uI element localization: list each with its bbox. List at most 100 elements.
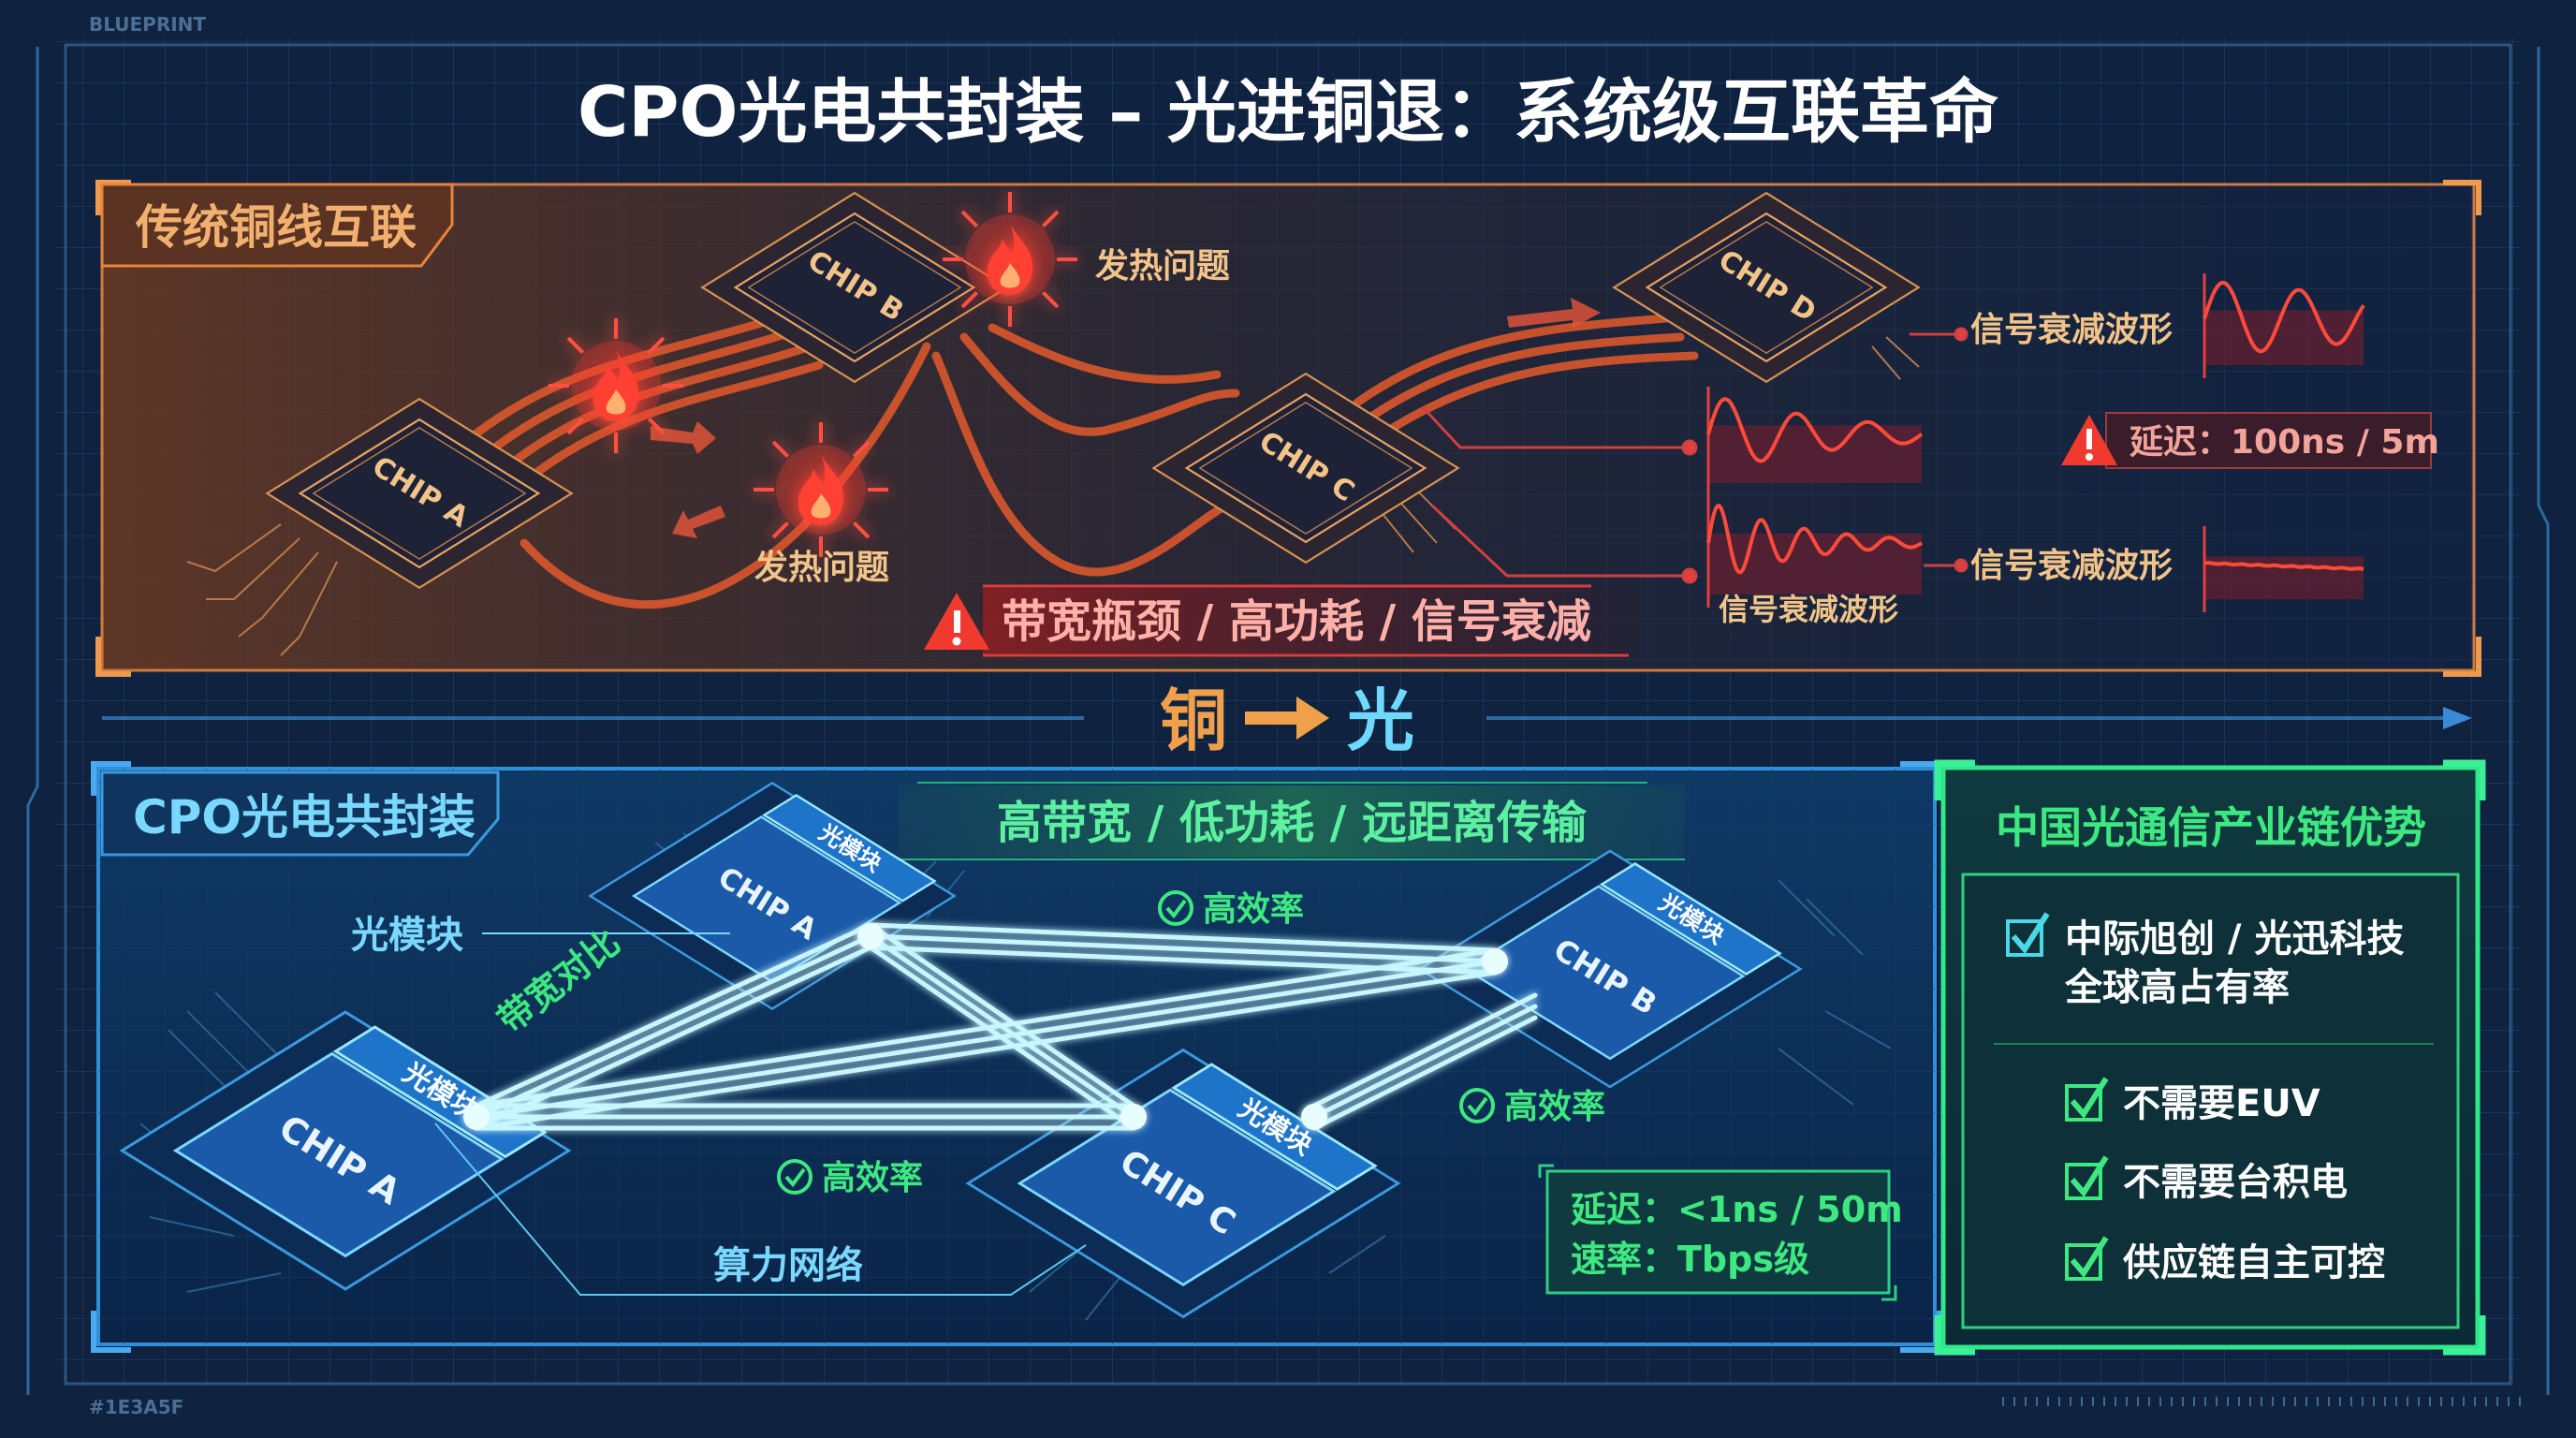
- advantage-item-text: 不需要台积电: [2123, 1161, 2348, 1204]
- copper-panel-label-box: [100, 183, 454, 268]
- advantage-item-text: 中际旭创 / 光迅科技: [2065, 917, 2404, 961]
- svg-text:高效率: 高效率: [1203, 890, 1304, 929]
- network-callout-line: [434, 1123, 1087, 1296]
- corner-label-bottom: #1E3A5F: [89, 1396, 183, 1418]
- beam-glow: [1120, 1104, 1147, 1130]
- flame-icon: [943, 192, 1077, 327]
- svg-text:速率：Tbps级: 速率：Tbps级: [1571, 1239, 1809, 1280]
- chip-pins: [186, 336, 1920, 656]
- beam-glow: [1482, 948, 1508, 975]
- check-circle-icon: [1158, 890, 1193, 926]
- cpo-panel: CPO光电共封装 高带宽 / 低功耗 / 远距离传输 CHIP A光模块CHIP…: [91, 761, 1942, 1353]
- heat-label: 发热问题: [754, 549, 889, 587]
- arrow-right-icon: [1245, 697, 1329, 740]
- copper-chip: CHIP B: [700, 191, 1009, 384]
- check-circle-icon: [777, 1159, 812, 1195]
- copper-latency-badge: 延迟：100ns / 5m: [2061, 412, 2439, 469]
- svg-text:延迟：<1ns / 50m: 延迟：<1ns / 50m: [1571, 1189, 1903, 1230]
- network-label: 算力网络: [713, 1244, 863, 1287]
- svg-text:高效率: 高效率: [822, 1159, 923, 1197]
- optical-beam: [1311, 992, 1538, 1108]
- waveform-callouts: [1421, 327, 1969, 584]
- optical-module: [762, 794, 937, 902]
- checkbox-checked-icon: [2065, 1077, 2109, 1122]
- svg-text:高带宽 / 低功耗 / 远距离传输: 高带宽 / 低功耗 / 远距离传输: [997, 797, 1588, 849]
- copper-chip: CHIP C: [1151, 372, 1460, 565]
- copper-to-optical-transition: 铜 光: [102, 682, 2472, 760]
- advantage-title: 中国光通信产业链优势: [1996, 802, 2426, 853]
- optical-beam: [868, 945, 1136, 1131]
- efficiency-badge: 高效率: [1158, 890, 1304, 929]
- waveform-plot: [2203, 526, 2364, 612]
- advantage-list-box: [1961, 873, 2460, 1329]
- efficiency-badge: 高效率: [1459, 1088, 1605, 1126]
- arrow-head-icon: [2443, 707, 2472, 729]
- warning-icon: [924, 593, 989, 650]
- check-circle-icon: [1459, 1088, 1495, 1123]
- left-frame-rail: [26, 47, 39, 1395]
- waveform-plot: [2203, 273, 2365, 378]
- checkbox-checked-icon: [2065, 1236, 2109, 1281]
- waveform-plot: [1706, 493, 1924, 608]
- advantage-item: 不需要EUV: [2065, 1077, 2320, 1125]
- svg-text:延迟：100ns / 5m: 延迟：100ns / 5m: [2130, 423, 2439, 462]
- copper-chip: CHIP A: [265, 397, 574, 590]
- checkbox-checked-icon: [2006, 912, 2050, 957]
- beam-glow: [857, 923, 884, 949]
- waveform-label: 信号衰减波形: [1970, 547, 2173, 585]
- module-callout: 光模块: [351, 914, 463, 957]
- optical-module: [1599, 862, 1782, 976]
- advantage-item: 不需要台积电: [2065, 1155, 2348, 1204]
- copper-panel-label: 传统铜线互联: [135, 200, 417, 255]
- cpo-spec-box: 延迟：<1ns / 50m 速率：Tbps级: [1538, 1164, 1903, 1301]
- optical-beam: [1311, 1004, 1538, 1120]
- beam-glow: [1301, 1104, 1327, 1130]
- cpo-panel-label: CPO光电共封装: [133, 790, 476, 844]
- optical-beam: [868, 945, 1498, 976]
- optical-beam: [868, 922, 1498, 953]
- copper-warning-banner: 带宽瓶颈 / 高功耗 / 信号衰减: [924, 584, 1638, 657]
- optical-beam: [474, 959, 1498, 1120]
- advantage-item-text: 不需要EUV: [2123, 1082, 2320, 1125]
- optical-beam: [474, 933, 873, 1120]
- svg-text:带宽瓶颈 / 高功耗 / 信号衰减: 带宽瓶颈 / 高功耗 / 信号衰减: [1002, 595, 1591, 648]
- advantage-item-subtext: 全球高占有率: [2064, 966, 2290, 1009]
- svg-text:高效率: 高效率: [1504, 1088, 1605, 1126]
- right-frame-rail: [2537, 47, 2550, 1395]
- svg-text:光: 光: [1347, 682, 1414, 760]
- warning-icon: [2061, 415, 2117, 465]
- checkbox-checked-icon: [2065, 1155, 2109, 1200]
- optical-beam: [474, 922, 873, 1108]
- optical-beam: [868, 933, 1136, 1120]
- waveform-label: 信号衰减波形: [1719, 592, 1898, 627]
- beam-glow: [463, 1104, 490, 1130]
- corner-label-top: BLUEPRINT: [89, 13, 206, 36]
- heat-label: 发热问题: [1095, 247, 1230, 286]
- ruler-ticks: [2002, 1397, 2521, 1406]
- efficiency-badge: 高效率: [777, 1159, 923, 1197]
- copper-chip: CHIP D: [1612, 191, 1921, 384]
- optical-beam: [868, 922, 1136, 1108]
- outer-frame: [64, 43, 2512, 1386]
- waveform-label: 信号衰减波形: [1970, 311, 2173, 349]
- heat-flow-arrows: [651, 298, 1601, 538]
- optical-beam: [868, 933, 1498, 964]
- optical-beam: [474, 970, 1498, 1131]
- advantage-item-text: 供应链自主可控: [2123, 1241, 2385, 1284]
- svg-text:铜: 铜: [1160, 682, 1227, 760]
- optical-beam: [474, 945, 873, 1131]
- waveform-plot: [1706, 387, 1924, 496]
- optical-beam: [1311, 1015, 1538, 1131]
- optical-module: [1171, 1063, 1378, 1191]
- advantage-item: 供应链自主可控: [2065, 1236, 2385, 1284]
- flame-icon: [549, 318, 683, 453]
- cpo-banner: 高带宽 / 低功耗 / 远距离传输: [899, 782, 1685, 860]
- copper-panel: 传统铜线互联 CHIP A CHIP B CHIP C CHIP D 发热问题: [95, 180, 2481, 677]
- cpo-panel-label-box: [100, 770, 500, 857]
- page-title: CPO光电共封装 – 光进铜退：系统级互联革命: [578, 72, 1998, 153]
- flame-icon: [754, 422, 888, 557]
